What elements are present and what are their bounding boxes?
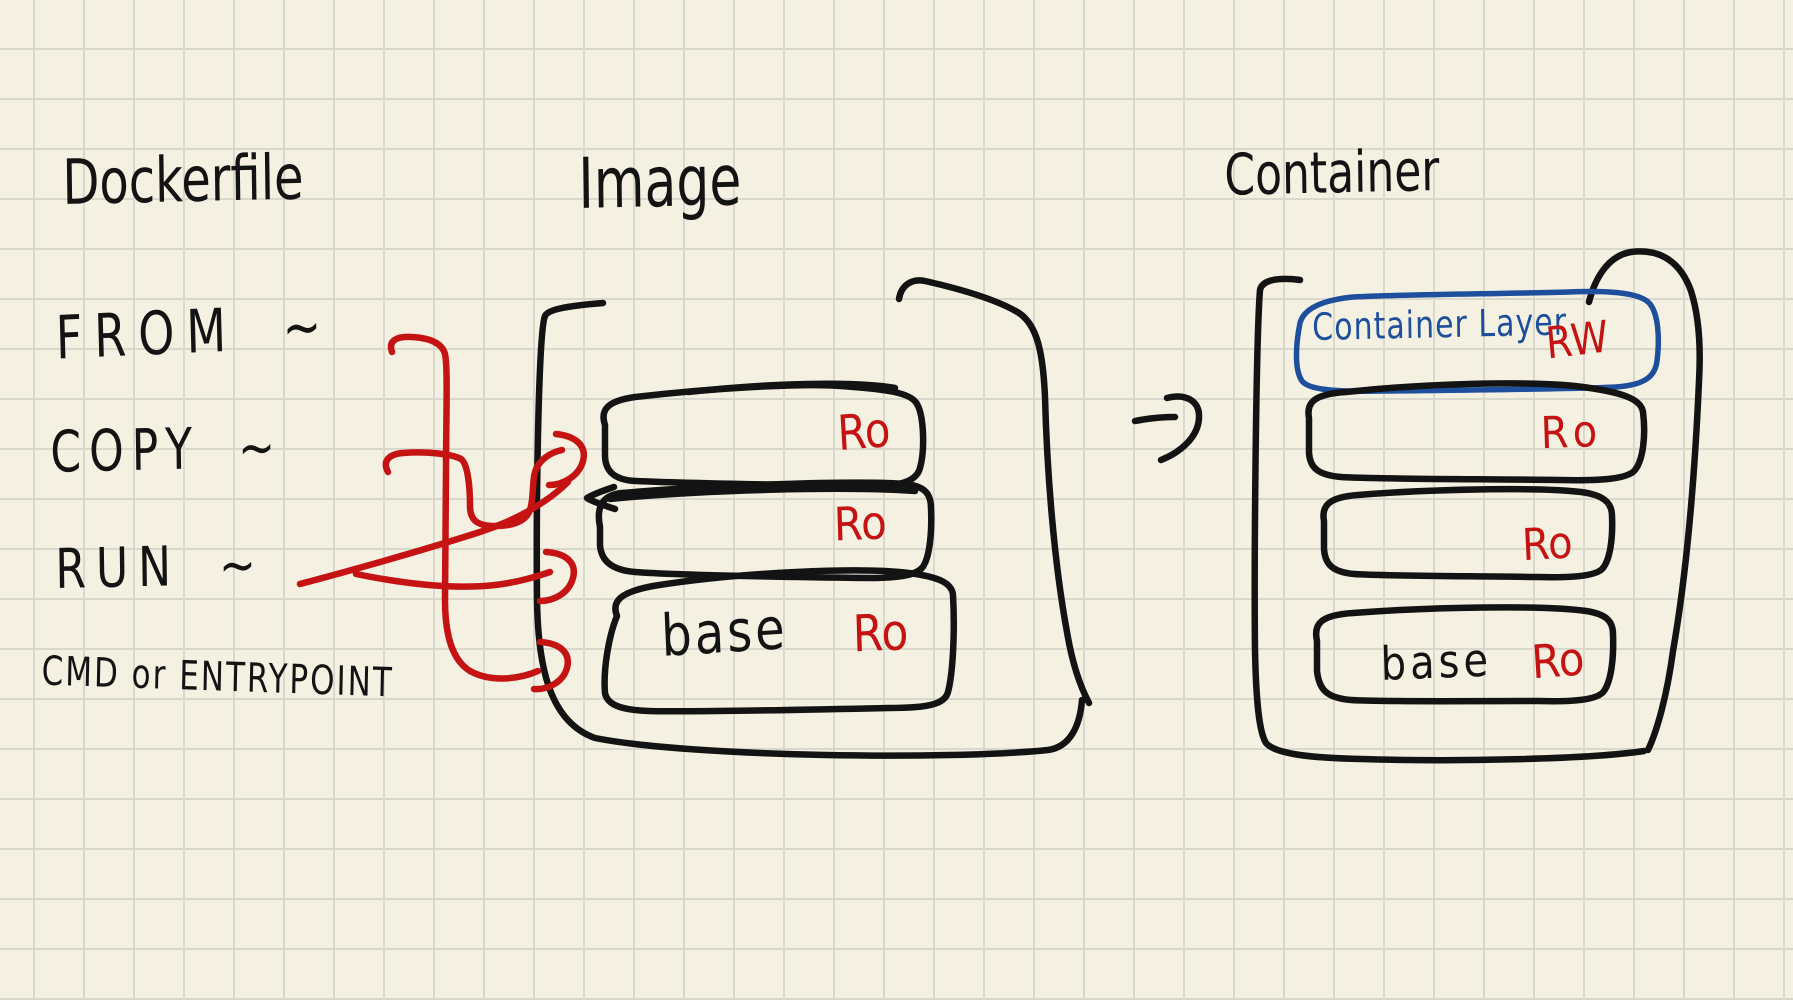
image-layer-boxes: [583, 380, 957, 715]
arrowhead-base-icon: [530, 638, 572, 693]
connector-from: [387, 333, 542, 682]
chevron-left-icon: [583, 483, 619, 513]
container-writable-layer-access: RW: [1543, 311, 1611, 369]
dockerfile-to-image-connectors: [296, 333, 588, 693]
arrowhead-middle-icon: [536, 548, 578, 605]
dockerfile-instruction-run: RUN ~: [54, 533, 267, 602]
container-base-layer-label: base: [1379, 634, 1493, 692]
image-base-layer-label: base: [659, 595, 789, 671]
connector-run: [296, 478, 572, 588]
container-layer2-access: Ro: [1520, 517, 1574, 572]
container-base-layer-access: Ro: [1529, 631, 1587, 690]
arrow-head-icon: [1157, 393, 1203, 464]
container-layer1-access: Ro: [1539, 406, 1604, 460]
container-box-outline: [1251, 248, 1703, 764]
image-title: Image: [577, 140, 742, 226]
container-writable-layer-label: Container Layer: [1311, 300, 1568, 350]
dockerfile-instruction-from: FROM ~: [54, 290, 335, 373]
image-layer1-access: Ro: [835, 401, 893, 462]
arrowhead-top-icon: [545, 430, 588, 489]
double-stroke-top-layer: [684, 380, 899, 396]
container-writable-layer-box: [1293, 288, 1662, 394]
image-base-layer-access: Ro: [851, 603, 910, 665]
image-layer2-access: Ro: [832, 495, 888, 552]
image-to-container-arrow: [1131, 393, 1203, 464]
container-title: Container: [1223, 137, 1440, 210]
container-layer-boxes: [1305, 380, 1648, 705]
dockerfile-instruction-copy: COPY ~: [49, 414, 284, 487]
connector-cmd: [352, 568, 554, 590]
dockerfile-title: Dockerfile: [61, 141, 305, 220]
double-stroke-middle-layer: [606, 485, 919, 503]
dockerfile-instruction-cmd: CMD or ENTRYPOINT: [41, 648, 395, 707]
connector-copy: [382, 446, 566, 530]
image-box-outline: [533, 277, 1093, 759]
